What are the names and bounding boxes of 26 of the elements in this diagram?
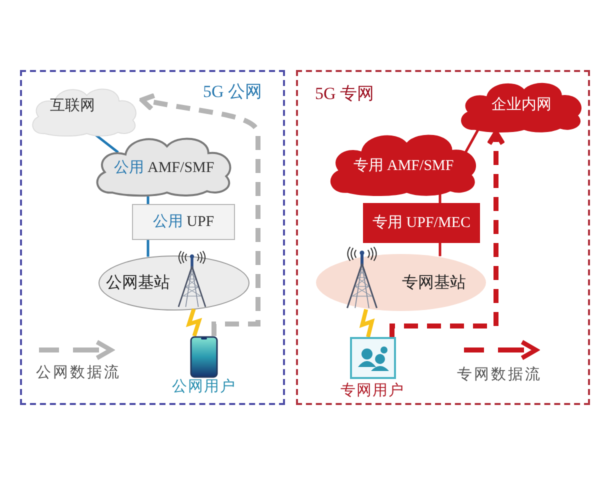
connector-line: [95, 134, 119, 154]
connector-line: [464, 129, 480, 154]
dashed-frame: [20, 70, 285, 405]
dashed-arrow: [390, 130, 506, 337]
connector-line: [438, 194, 442, 203]
ellipse-label: 公网基站: [106, 273, 170, 293]
connector-line: [438, 243, 442, 256]
user-label: 专网用户: [340, 382, 404, 400]
panel-title: 5G 专网: [315, 84, 374, 104]
process-box: 公用 UPF: [132, 204, 235, 240]
legend-label: 公网数据流: [36, 364, 121, 382]
connector-line: [146, 240, 150, 257]
dashed-arrow: [140, 92, 260, 336]
lightning-bolt: [359, 308, 375, 338]
legend-label: 专网数据流: [457, 366, 542, 384]
cloud-label: 专用 AMF/SMF: [353, 157, 454, 175]
cloud-label: 互联网: [50, 97, 95, 115]
lightning-bolt: [186, 308, 202, 337]
dashed-frame: [296, 70, 590, 405]
cloud-label: 公用 AMF/SMF: [114, 159, 214, 177]
connector-line: [146, 196, 150, 204]
panel-title: 5G 公网: [203, 82, 262, 102]
user-label: 公网用户: [172, 378, 236, 396]
cloud-label: 企业内网: [492, 96, 552, 114]
process-box: 专用 UPF/MEC: [363, 203, 480, 243]
ellipse-label: 专网基站: [402, 272, 466, 292]
